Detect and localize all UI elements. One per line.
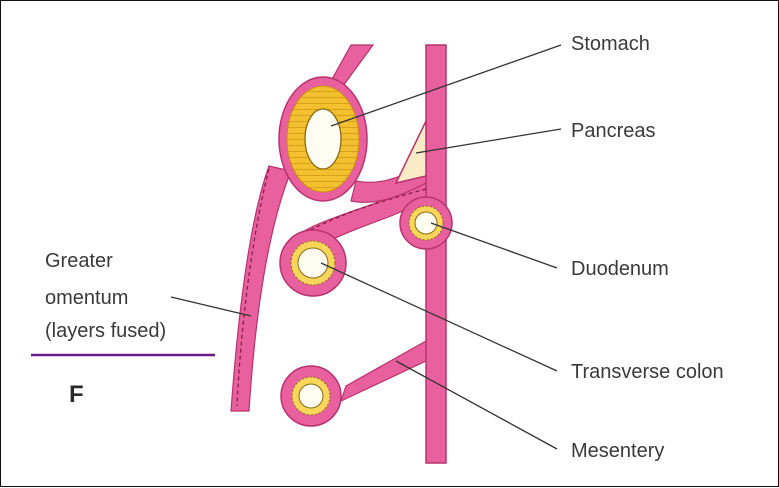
label-duodenum: Duodenum — [571, 257, 669, 281]
label-mesentery: Mesentery — [571, 439, 664, 463]
label-greater-omentum-line3: (layers fused) — [45, 319, 166, 343]
leader-duodenum — [431, 223, 557, 268]
label-greater-omentum-line2: omentum — [45, 286, 128, 310]
leader-mesentery — [396, 361, 557, 449]
figure-letter: F — [69, 381, 84, 409]
greater-omentum-fold — [231, 166, 291, 411]
label-stomach: Stomach — [571, 32, 650, 56]
small-intestine-organ — [281, 366, 341, 426]
stomach-organ — [279, 77, 367, 201]
label-pancreas: Pancreas — [571, 119, 656, 143]
label-greater-omentum-line1: Greater — [45, 249, 113, 273]
posterior-wall — [426, 45, 446, 463]
duodenum-organ — [400, 197, 452, 249]
leader-omentum — [171, 297, 251, 316]
transverse-colon-organ — [280, 230, 346, 296]
label-transverse-colon: Transverse colon — [571, 360, 724, 384]
